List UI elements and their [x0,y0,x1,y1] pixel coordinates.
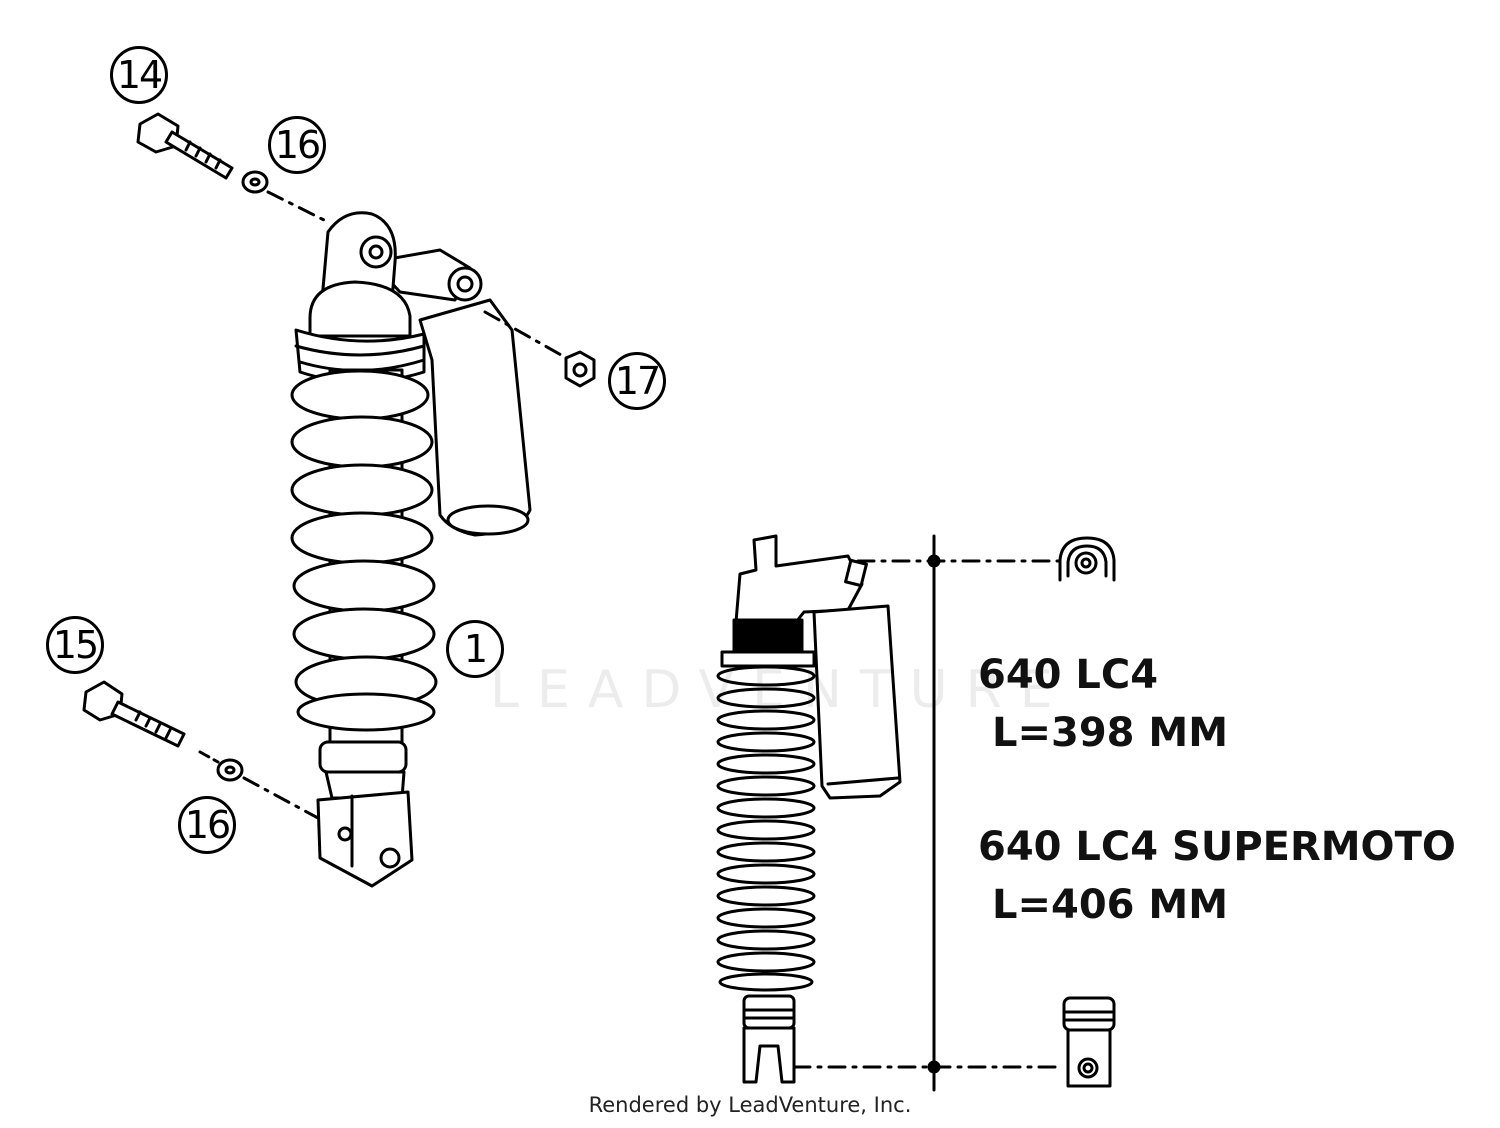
lower-axis-line [242,776,320,820]
length-dimension [792,534,1062,1092]
spec-length-lc4: L=398 MM [992,710,1229,756]
callout-16-upper: 16 [268,116,326,174]
shock-absorber-side-view [716,534,902,1084]
spec-model-lc4: 640 LC4 [978,652,1159,698]
upper-bolt [136,112,234,180]
lower-bolt [82,680,186,748]
lower-clevis-detail [1062,996,1116,1088]
coil-spring [290,369,438,732]
lock-nut [564,350,596,388]
reservoir-canister [370,248,532,537]
upper-eye-detail [1058,536,1116,582]
spec-model-supermoto: 640 LC4 SUPERMOTO [978,824,1456,870]
upper-washer [241,170,269,194]
callout-17: 17 [608,352,666,410]
spec-length-supermoto: L=406 MM [992,882,1229,928]
upper-mount-eye [308,211,412,338]
callout-15: 15 [46,616,104,674]
watermark-text: LEADVENTURE [490,660,1071,720]
callout-16-lower: 16 [178,796,236,854]
nut-axis-line [483,310,572,362]
callout-14: 14 [110,46,168,104]
lower-clevis [316,740,414,888]
footer-credit: Rendered by LeadVenture, Inc. [588,1093,912,1117]
side-coil-spring [716,665,816,992]
lower-washer [216,758,244,782]
shock-absorber-exploded [290,211,532,888]
callout-1: 1 [446,620,504,678]
upper-axis-line [266,190,330,224]
